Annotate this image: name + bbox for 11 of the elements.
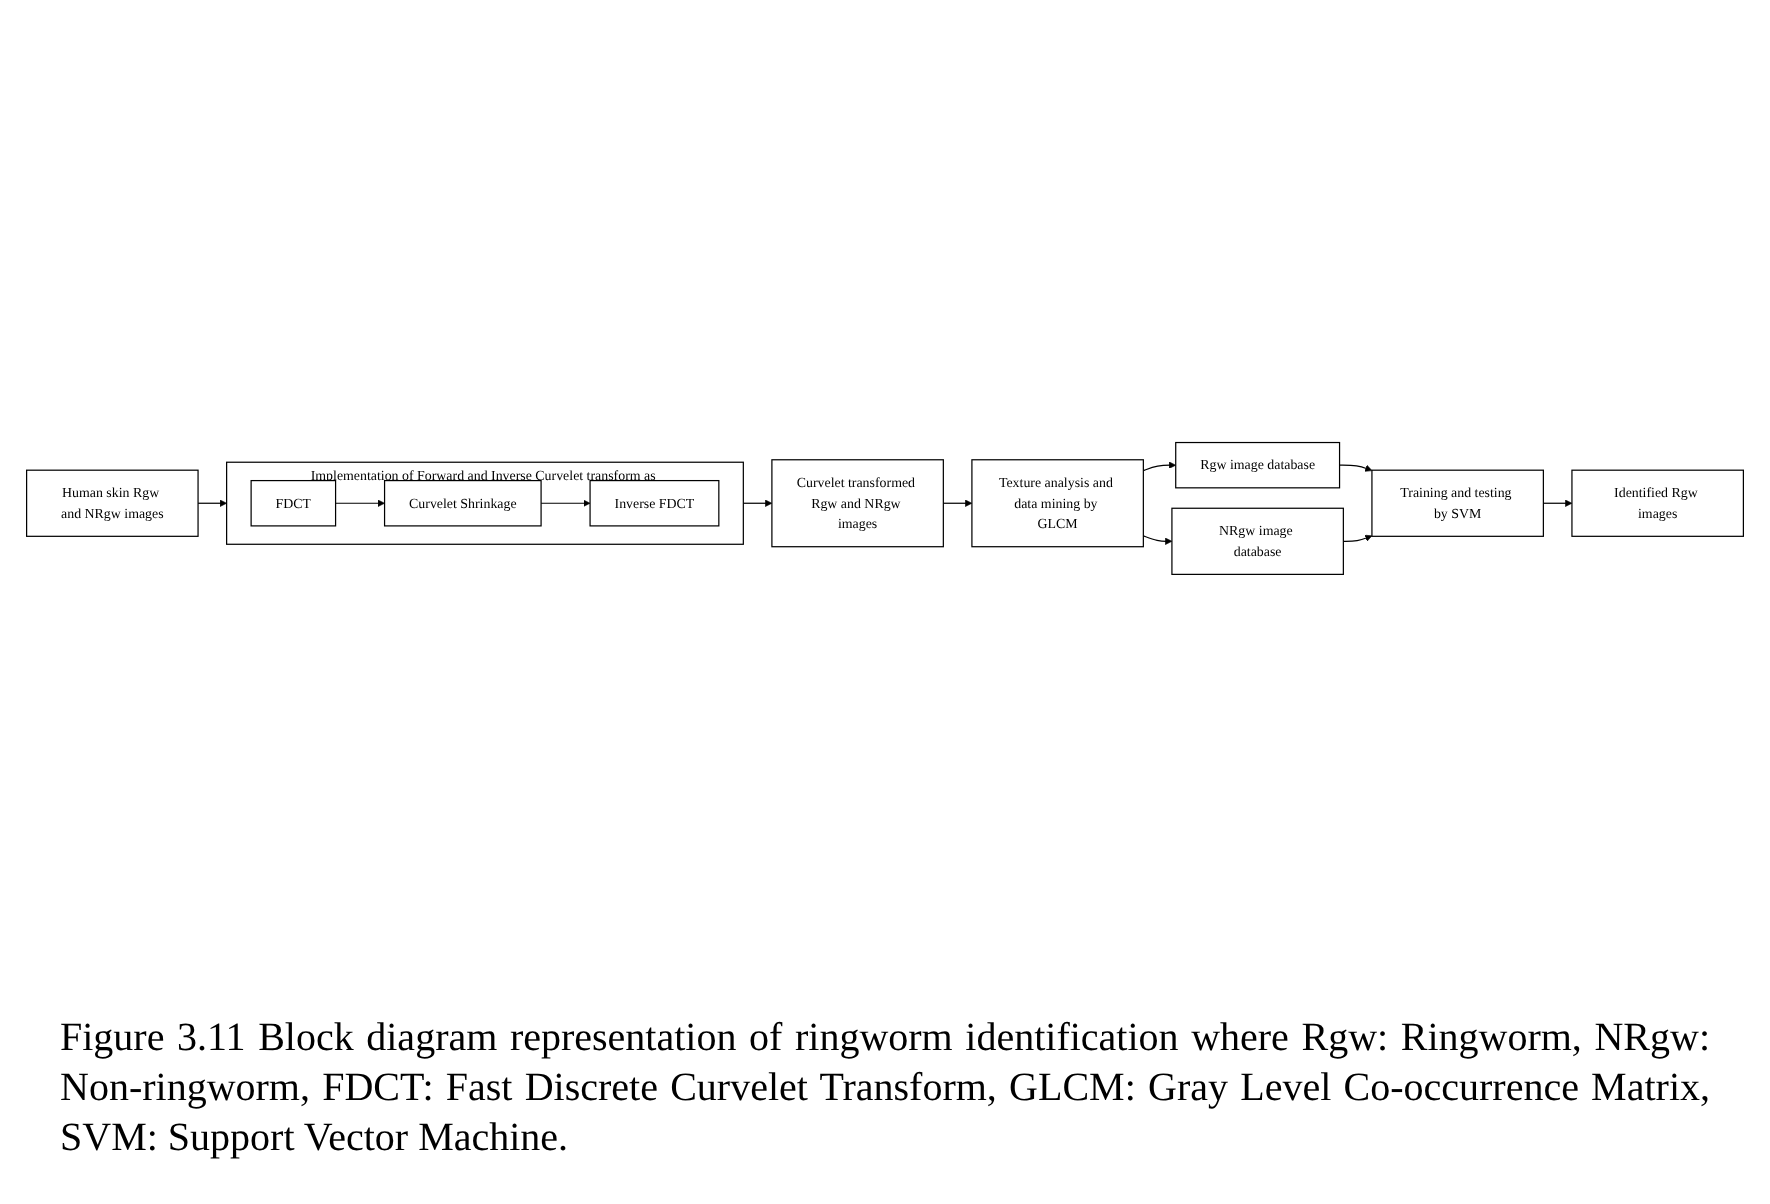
arrow	[334, 500, 385, 508]
arrow	[540, 500, 591, 508]
arrow	[942, 500, 973, 508]
arrow	[197, 500, 227, 508]
arrow	[1542, 500, 1573, 508]
arrow	[1142, 535, 1173, 546]
arrow	[1142, 462, 1177, 472]
arrow	[1338, 465, 1373, 473]
figure-caption: Figure 3.11 Block diagram representation of ringworm identification where Rgw: Ringworm, NRgw: Non-ringworm, FDCT: Fast Discrete Curvelet Transform, GLCM: Gray Level Co-occurrence Matrix, SVM: Support Vector Machine.	[60, 1014, 1710, 1164]
arrow	[742, 500, 773, 508]
arrow	[1342, 535, 1373, 543]
